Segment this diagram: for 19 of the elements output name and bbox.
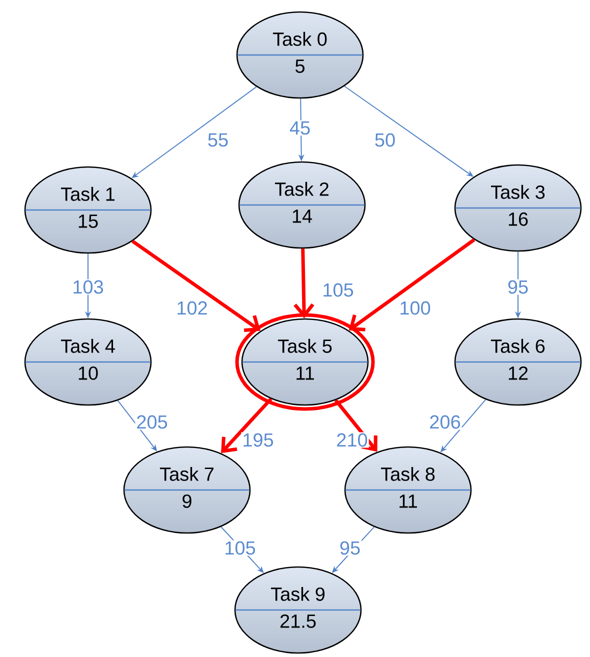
edge-label: 206 (430, 415, 460, 429)
arrow (348, 238, 476, 332)
edge-label: 45 (290, 121, 310, 135)
edge-label: 105 (324, 283, 354, 297)
edge-label: 100 (400, 301, 430, 315)
edge-label: 105 (226, 541, 256, 555)
edge-label: 103 (74, 280, 103, 294)
edge-label: 55 (208, 133, 228, 147)
arrow (294, 248, 314, 318)
edge-label: 205 (137, 415, 168, 429)
edge-label: 195 (244, 433, 274, 447)
arrow (334, 399, 378, 452)
edge-label: 102 (178, 301, 207, 315)
edge-label: 95 (508, 280, 528, 294)
arrow (132, 240, 260, 332)
edge-label: 210 (337, 433, 368, 447)
edge-label: 95 (340, 541, 360, 555)
edge-label: 50 (375, 133, 395, 147)
arrow (221, 398, 272, 454)
